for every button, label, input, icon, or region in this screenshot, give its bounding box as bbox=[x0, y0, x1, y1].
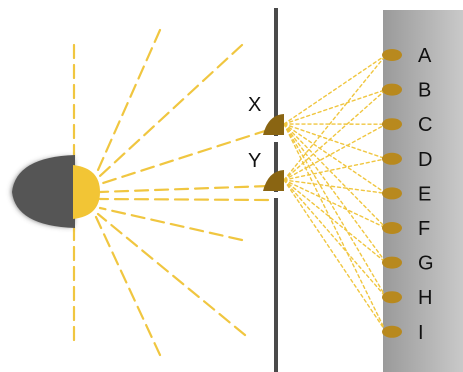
screen-label-f: F bbox=[418, 218, 430, 240]
light-ray bbox=[100, 45, 242, 176]
slit-y-marker bbox=[263, 170, 284, 191]
fringe-marker-d bbox=[382, 153, 402, 165]
light-bulb bbox=[73, 165, 100, 219]
light-ray bbox=[100, 199, 268, 200]
screen-label-g: G bbox=[418, 253, 434, 275]
light-rays bbox=[74, 30, 268, 355]
screen-label-e: E bbox=[418, 183, 431, 205]
screen-label-c: C bbox=[418, 114, 432, 136]
light-source bbox=[12, 155, 100, 228]
source-housing bbox=[12, 155, 75, 228]
fringe-marker-f bbox=[382, 222, 402, 234]
fringe-marker-c bbox=[382, 118, 402, 130]
diffracted-rays bbox=[284, 55, 386, 332]
slit-label-x: X bbox=[248, 94, 261, 116]
interference-ray bbox=[284, 180, 386, 332]
light-ray bbox=[100, 186, 268, 192]
screen-label-a: A bbox=[418, 45, 432, 67]
fringe-marker-i bbox=[382, 326, 402, 338]
screen-label-d: D bbox=[418, 149, 432, 171]
light-ray bbox=[100, 130, 268, 184]
fringe-marker-h bbox=[382, 291, 402, 303]
screen-label-b: B bbox=[418, 80, 431, 102]
slit-y-gap bbox=[272, 192, 281, 198]
interference-ray bbox=[284, 124, 386, 332]
fringe-marker-b bbox=[382, 84, 402, 96]
interference-ray bbox=[284, 124, 386, 180]
interference-ray bbox=[284, 124, 386, 263]
interference-ray bbox=[284, 180, 386, 193]
light-ray bbox=[100, 208, 242, 240]
fringe-marker-e bbox=[382, 187, 402, 199]
fringe-marker-a bbox=[382, 49, 402, 61]
interference-ray bbox=[284, 124, 386, 159]
interference-ray bbox=[284, 55, 386, 124]
interference-ray bbox=[284, 55, 386, 180]
interference-ray bbox=[284, 180, 386, 297]
interference-ray bbox=[284, 180, 386, 228]
interference-ray bbox=[284, 124, 386, 228]
screen-label-i: I bbox=[418, 322, 424, 344]
slit-x-gap bbox=[272, 136, 281, 142]
interference-ray bbox=[284, 124, 386, 297]
light-ray bbox=[98, 214, 245, 335]
slit-x-marker bbox=[263, 114, 284, 135]
slit-label-y: Y bbox=[248, 150, 261, 172]
fringe-marker-g bbox=[382, 257, 402, 269]
interference-ray bbox=[284, 90, 386, 124]
screen-label-h: H bbox=[418, 287, 432, 309]
